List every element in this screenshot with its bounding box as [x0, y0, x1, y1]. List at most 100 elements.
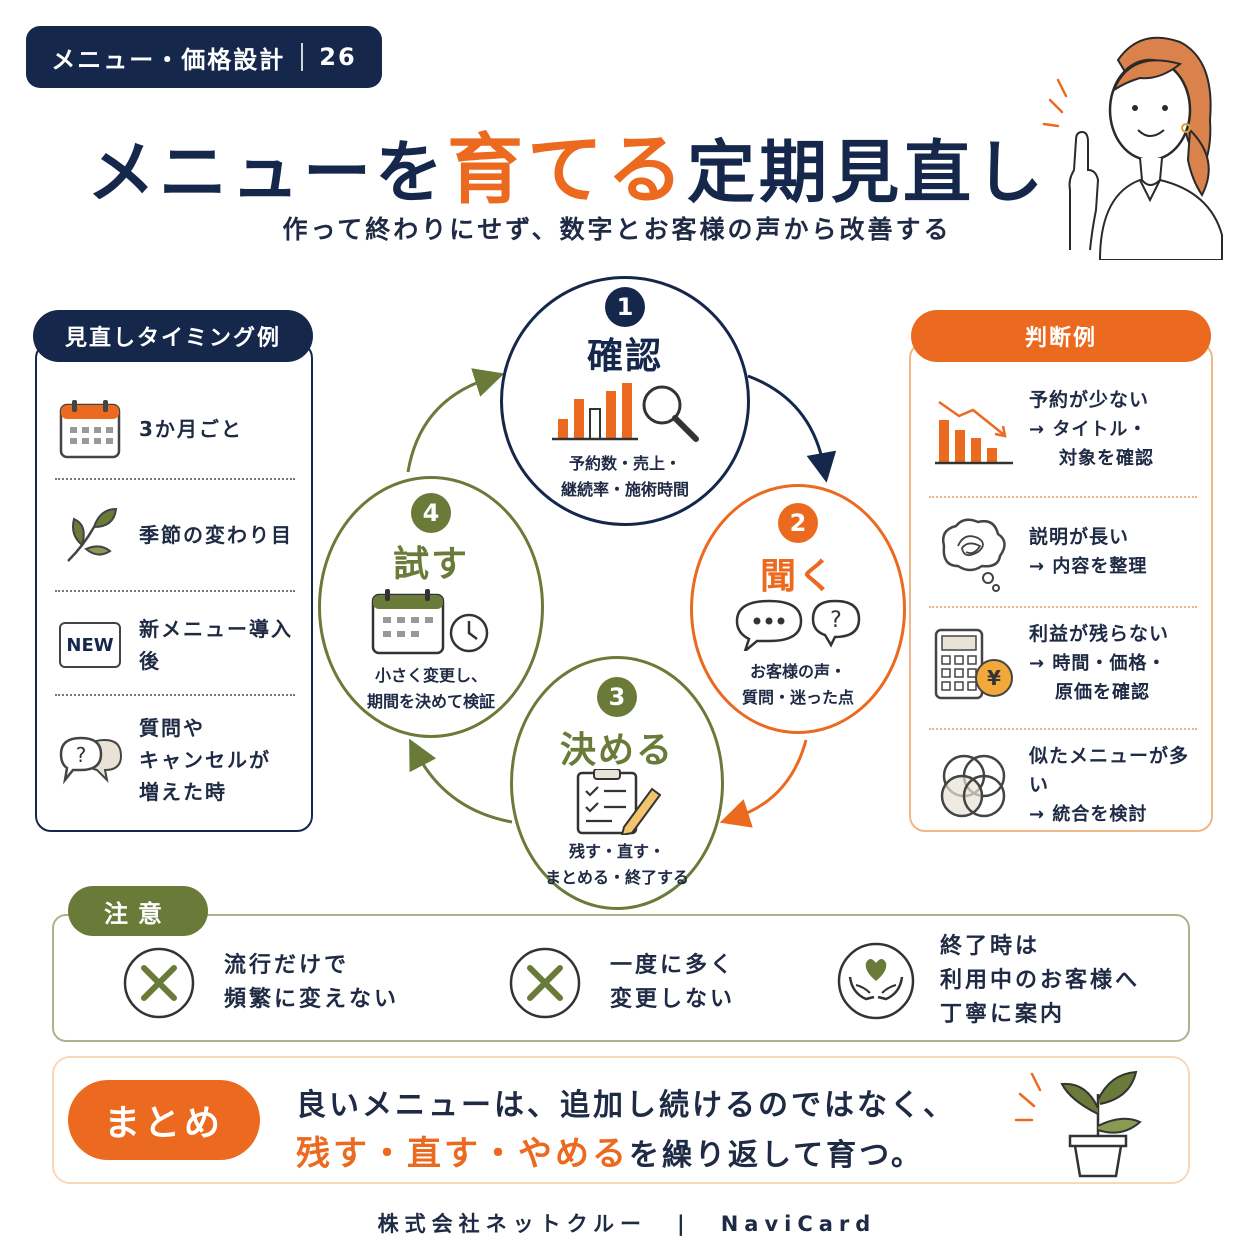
timing-item-quarterly: 3か月ごと	[57, 396, 297, 462]
step-number: 2	[778, 503, 818, 543]
footer-company: 株式会社ネットクルー	[377, 1212, 648, 1236]
step-description-line: 小さく変更し、	[374, 666, 487, 685]
leaf-icon	[57, 502, 123, 568]
timing-item-new-menu: NEW 新メニュー導入後	[57, 612, 297, 678]
caution-item-trend: 流行だけで 頻繁に変えない	[122, 946, 399, 1020]
judgment-title: 予約が少ない	[1029, 389, 1150, 411]
caution-item-ending: 終了時は 利用中のお客様へ 丁寧に案内	[836, 930, 1140, 1032]
summary-line-1: 良いメニューは、追加し続けるのではなく、	[296, 1088, 956, 1123]
timing-label-line: キャンセルが	[139, 748, 271, 772]
timing-label: 新メニュー導入後	[139, 617, 293, 673]
x-circle-icon	[123, 947, 195, 1019]
summary-highlight: 残す・直す・やめる	[296, 1134, 629, 1174]
timing-label: 3か月ごと	[139, 417, 243, 441]
sprout-pot-icon	[1014, 1070, 1142, 1178]
step-title: 試す	[392, 544, 469, 585]
timing-label-line: 質問や	[139, 716, 205, 740]
step-description-line: お客様の声・	[749, 662, 846, 681]
calendar-clock-icon	[321, 587, 541, 657]
timing-item-season: 季節の変わり目	[57, 502, 297, 568]
step-title: 確認	[586, 336, 663, 377]
timing-item-questions: ? 質問や キャンセルが 増えた時	[57, 712, 297, 808]
tangled-thought-icon	[929, 510, 1019, 594]
step-description-line: 質問・迷った点	[741, 688, 854, 707]
step-description-line: 残す・直す・	[568, 842, 665, 861]
divider	[55, 694, 295, 696]
overlapping-circles-icon	[929, 744, 1019, 828]
step-description: 残す・直す・ まとめる・終了する	[513, 839, 721, 891]
svg-text:¥: ¥	[987, 666, 1001, 690]
step-title: 聞く	[759, 556, 836, 597]
category-badge: メニュー・価格設計 26	[26, 26, 382, 88]
cycle-step-4: 4 試す 小さく変更し、 期間を決めて検証	[318, 476, 544, 738]
judgment-panel-title: 判断例	[911, 310, 1211, 362]
caution-text-line: 頻繁に変えない	[224, 987, 400, 1012]
question-bubble-icon: ?	[57, 727, 123, 793]
caution-text: 終了時は 利用中のお客様へ 丁寧に案内	[940, 930, 1140, 1032]
step-description-line: 期間を決めて検証	[366, 692, 495, 711]
caution-title: 注意	[68, 886, 208, 936]
summary-rest: を繰り返して育つ。	[629, 1138, 924, 1173]
svg-text:?: ?	[830, 608, 842, 633]
judgment-panel: 予約が少ない → タイトル・ 対象を確認 説明が長い → 内容を整理	[909, 342, 1213, 832]
timing-label-line: 増えた時	[139, 780, 227, 804]
step-number: 3	[597, 677, 637, 717]
caution-text-line: 丁寧に案内	[940, 1002, 1066, 1027]
step-description: 予約数・売上・ 継続率・施術時間	[503, 451, 747, 503]
step-description: 小さく変更し、 期間を決めて検証	[321, 663, 541, 715]
bar-chart-magnifier-icon	[503, 377, 747, 447]
judgment-action: 対象を確認	[1059, 448, 1154, 469]
step-description-line: 継続率・施術時間	[560, 480, 689, 499]
judgment-action: → 内容を整理	[1029, 556, 1148, 577]
caution-text-line: 終了時は	[940, 934, 1041, 959]
new-badge-icon: NEW	[57, 612, 123, 678]
judgment-action: 原価を確認	[1055, 682, 1150, 703]
badge-label: メニュー・価格設計	[51, 45, 286, 74]
judgment-title: 似たメニューが多い	[1029, 745, 1190, 796]
judgment-text: 予約が少ない → タイトル・ 対象を確認	[1029, 386, 1154, 473]
badge-number: 26	[319, 43, 357, 71]
page-title: メニューを育てる定期見直し	[0, 108, 1254, 218]
summary-tag: まとめ	[68, 1080, 260, 1160]
divider	[929, 606, 1197, 608]
caution-text: 一度に多く 変更しない	[610, 949, 735, 1017]
presenter-woman-illustration	[1042, 36, 1223, 260]
cycle-step-1: 1 確認 予約数・売上・ 継続率・施術時間	[500, 276, 750, 526]
caution-box: 流行だけで 頻繁に変えない 一度に多く 変更しない 終了時は 利用中のお客様へ …	[52, 914, 1190, 1042]
new-badge-text: NEW	[59, 622, 121, 668]
step-title: 決める	[559, 730, 674, 771]
judgment-item-similar-menus: 似たメニューが多い → 統合を検討	[929, 742, 1199, 829]
divider	[929, 496, 1197, 498]
divider	[929, 728, 1197, 730]
arrow-4-to-1	[406, 368, 505, 473]
footer: 株式会社ネットクルー | NaviCard	[0, 1208, 1254, 1238]
timing-label: 質問や キャンセルが 増えた時	[139, 712, 271, 808]
timing-panel: 3か月ごと 季節の変わり目 NEW 新メニュー導入後 ?	[35, 342, 313, 832]
caution-text-line: 一度に多く	[610, 953, 736, 978]
step-description: お客様の声・ 質問・迷った点	[693, 659, 903, 711]
caution-text-line: 利用中のお客様へ	[940, 968, 1141, 993]
judgment-action: → 時間・価格・	[1029, 653, 1167, 674]
title-part1: メニューを	[86, 134, 447, 213]
cycle-step-2: 2 聞く ? お客様の声・ 質問・迷った点	[690, 484, 906, 734]
checklist-pen-icon	[513, 769, 721, 835]
caution-text: 流行だけで 頻繁に変えない	[224, 949, 399, 1017]
arrow-1-to-2	[747, 374, 837, 483]
arrow-2-to-3	[719, 739, 808, 828]
page-subtitle: 作って終わりにせず、数字とお客様の声から改善する	[282, 215, 952, 244]
declining-bar-chart-icon	[929, 388, 1019, 472]
footer-brand: NaviCard	[720, 1212, 877, 1236]
judgment-item-low-profit: ¥ 利益が残らない → 時間・価格・ 原価を確認	[929, 620, 1199, 707]
x-circle-icon	[509, 947, 581, 1019]
speech-bubbles-icon: ?	[693, 595, 903, 651]
divider	[55, 478, 295, 480]
divider	[55, 590, 295, 592]
caution-item-many-changes: 一度に多く 変更しない	[508, 946, 735, 1020]
timing-label: 季節の変わり目	[139, 523, 293, 547]
caution-text-line: 変更しない	[610, 987, 736, 1012]
footer-separator: |	[677, 1212, 691, 1236]
judgment-action: → 統合を検討	[1029, 804, 1148, 825]
summary-box	[52, 1056, 1190, 1184]
judgment-action: → タイトル・	[1029, 419, 1148, 440]
